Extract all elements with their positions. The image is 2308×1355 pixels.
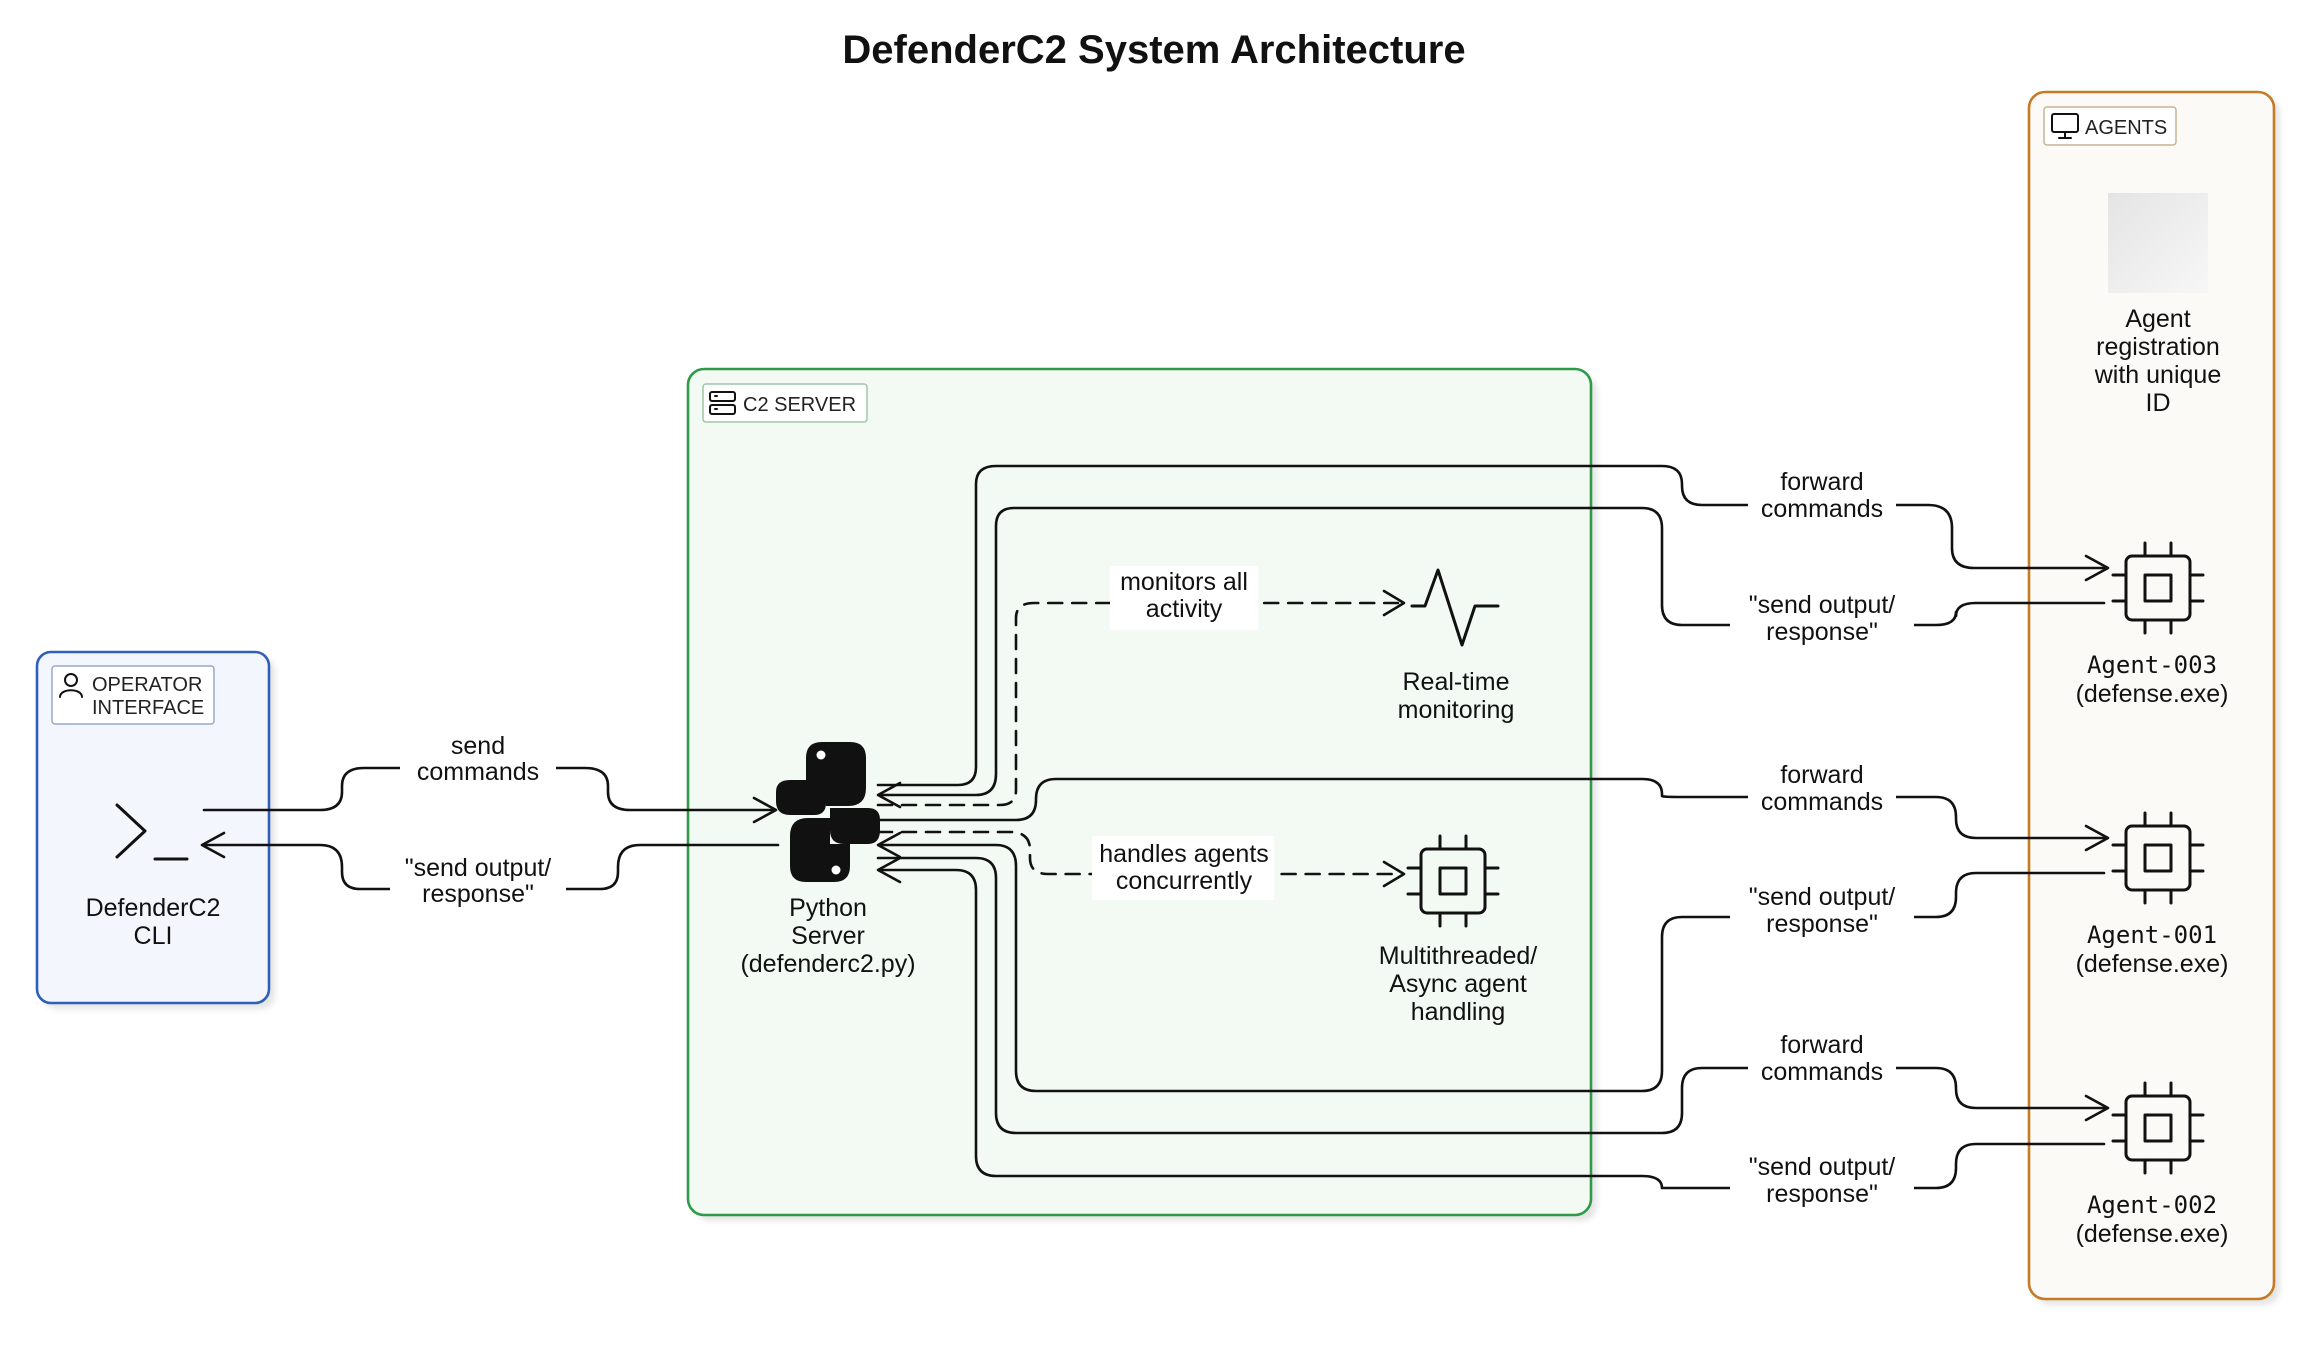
label-output-agent-003: "send output/ response"	[1730, 588, 1914, 650]
python-label-2: Server	[791, 922, 865, 950]
cpu-icon	[2111, 1081, 2205, 1175]
agent-002-label-1: Agent-002	[2087, 1191, 2217, 1219]
monitoring-label-1: Real-time	[1403, 668, 1510, 696]
cpu-icon	[2111, 541, 2205, 635]
svg-text:response": response"	[422, 880, 534, 908]
user-icon	[59, 673, 83, 698]
node-multithreaded-handling[interactable]: Multithreaded/ Async agent handling	[1379, 834, 1537, 1026]
svg-text:commands: commands	[1761, 495, 1883, 523]
node-real-time-monitoring[interactable]: Real-time monitoring	[1398, 568, 1515, 724]
multithread-label-1: Multithreaded/	[1379, 942, 1537, 970]
registration-label-2: registration	[2096, 333, 2220, 361]
edge-output-agent-002	[876, 856, 2106, 1190]
agent-003-label-1: Agent-003	[2087, 651, 2217, 679]
edge-forward-agent-003	[876, 464, 2110, 787]
svg-text:send: send	[451, 732, 505, 760]
operator-group-label-1: OPERATOR	[92, 674, 202, 696]
diagram-title: DefenderC2 System Architecture	[842, 28, 1465, 72]
node-defenderc2-cli[interactable]: DefenderC2 CLI	[86, 803, 221, 950]
label-output-agent-002: "send output/ response"	[1730, 1150, 1914, 1212]
svg-text:"send output/: "send output/	[1749, 591, 1896, 619]
registration-label-3: with unique	[2094, 361, 2221, 389]
multithread-label-3: handling	[1411, 998, 1506, 1026]
image-placeholder	[2108, 193, 2208, 293]
node-agent-registration[interactable]: Agent registration with unique ID	[2094, 193, 2221, 417]
cli-label-2: CLI	[134, 922, 173, 950]
svg-text:handles agents: handles agents	[1099, 840, 1269, 868]
label-forward-agent-002: forward commands	[1748, 1028, 1896, 1090]
edge-forward-agent-001	[876, 777, 2110, 852]
label-send-commands: send commands	[400, 726, 556, 790]
edge-forward-agent-002	[876, 856, 2110, 1135]
svg-text:activity: activity	[1146, 595, 1223, 623]
label-handles-concurrently: handles agents concurrently	[1092, 836, 1274, 900]
agents-group-outline	[2027, 90, 2276, 1301]
agents-group-label: AGENTS	[2085, 117, 2167, 139]
monitoring-label-2: monitoring	[1398, 696, 1515, 724]
operator-group-label-2: INTERFACE	[92, 697, 204, 719]
terminal-icon	[115, 803, 189, 861]
svg-text:response": response"	[1766, 618, 1878, 646]
monitor-icon	[2051, 113, 2079, 139]
agent-001-label-1: Agent-001	[2087, 921, 2217, 949]
server-group-outline	[686, 367, 1593, 1217]
python-icon	[776, 742, 880, 882]
agent-001-label-2: (defense.exe)	[2076, 950, 2229, 978]
python-label-3: (defenderc2.py)	[740, 950, 915, 978]
registration-label-4: ID	[2146, 389, 2171, 417]
svg-text:concurrently: concurrently	[1116, 867, 1253, 895]
server-group-label: C2 SERVER	[743, 394, 856, 416]
operator-group-outline	[35, 650, 271, 1005]
operator-group-tag	[51, 665, 215, 725]
label-output-agent-001: "send output/ response"	[1730, 880, 1914, 942]
server-group-tag	[702, 383, 868, 423]
svg-text:"send output/: "send output/	[405, 854, 552, 882]
label-send-output: "send output/ response"	[390, 848, 566, 912]
server-group-box	[688, 369, 1591, 1215]
svg-text:"send output/: "send output/	[1749, 883, 1896, 911]
edge-handles-concurrently	[876, 830, 1406, 888]
svg-text:commands: commands	[1761, 1058, 1883, 1086]
node-agent-002[interactable]: Agent-002 (defense.exe)	[2076, 1081, 2229, 1248]
pulse-icon	[1410, 568, 1500, 647]
edge-output-agent-001	[876, 831, 2106, 1093]
node-python-server[interactable]: Python Server (defenderc2.py)	[740, 742, 916, 978]
cpu-icon	[2111, 811, 2205, 905]
svg-text:forward: forward	[1780, 761, 1863, 789]
multithread-label-2: Async agent	[1389, 970, 1527, 998]
server-icon	[709, 391, 736, 415]
agents-group-box	[2029, 92, 2274, 1299]
edge-output-agent-003	[876, 506, 2106, 809]
label-forward-agent-003: forward commands	[1748, 465, 1896, 527]
svg-text:"send output/: "send output/	[1749, 1153, 1896, 1181]
group-operator-interface: OPERATOR INTERFACE	[35, 650, 271, 1005]
python-label-1: Python	[789, 894, 867, 922]
label-forward-agent-001: forward commands	[1748, 758, 1896, 820]
group-c2-server: C2 SERVER	[686, 367, 1593, 1217]
label-monitors-activity: monitors all activity	[1110, 566, 1258, 630]
registration-label-1: Agent	[2125, 305, 2190, 333]
edge-monitors-activity	[876, 589, 1406, 807]
svg-text:monitors all: monitors all	[1120, 568, 1248, 596]
group-agents: AGENTS	[2027, 90, 2276, 1301]
svg-text:commands: commands	[1761, 788, 1883, 816]
svg-text:commands: commands	[417, 758, 539, 786]
svg-text:forward: forward	[1780, 468, 1863, 496]
cli-label-1: DefenderC2	[86, 894, 221, 922]
operator-group-box	[37, 652, 269, 1003]
svg-text:response": response"	[1766, 1180, 1878, 1208]
cpu-icon	[1406, 834, 1500, 928]
svg-text:forward: forward	[1780, 1031, 1863, 1059]
svg-text:response": response"	[1766, 910, 1878, 938]
node-agent-001[interactable]: Agent-001 (defense.exe)	[2076, 811, 2229, 978]
agent-003-label-2: (defense.exe)	[2076, 680, 2229, 708]
node-agent-003[interactable]: Agent-003 (defense.exe)	[2076, 541, 2229, 708]
agent-002-label-2: (defense.exe)	[2076, 1220, 2229, 1248]
